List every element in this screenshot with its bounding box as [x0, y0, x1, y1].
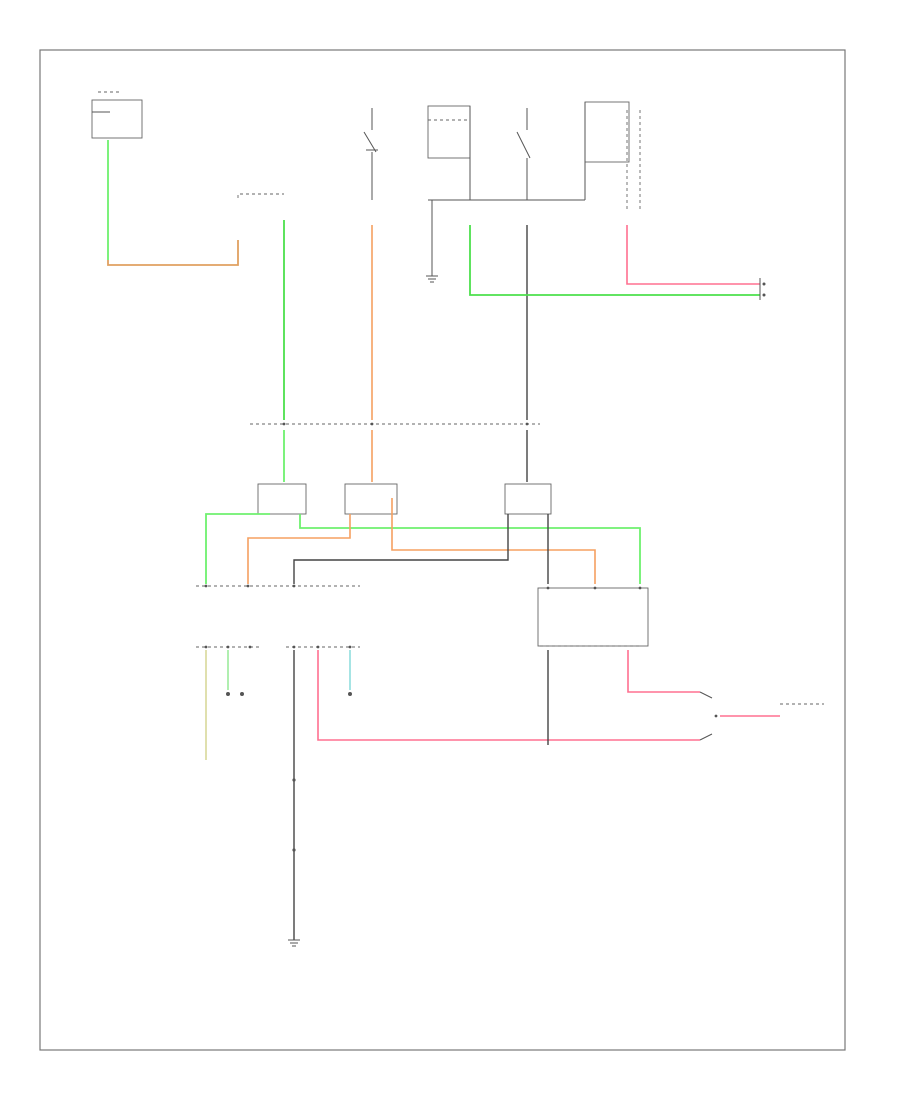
- relay-block-4: [470, 101, 641, 210]
- wire-orange-branch-right: [391, 498, 596, 584]
- page-frame: [39, 49, 846, 1051]
- wire-top-left-orange: [107, 240, 239, 266]
- right-top-connector: [759, 278, 766, 300]
- wire-pink-lower-left: [317, 650, 700, 741]
- right-control-unit: [537, 586, 649, 647]
- wire-green-right: [469, 225, 760, 296]
- wire-green-branch-right: [299, 514, 641, 584]
- wire-black-branch-left: [293, 514, 509, 584]
- wire-orange-branch-left: [247, 514, 351, 584]
- ground-symbol-1: [426, 275, 438, 283]
- wire-pink-right: [626, 225, 760, 285]
- left-control-unit: [196, 584, 360, 588]
- splice-blocks: [257, 483, 552, 515]
- switch-column-1: [363, 108, 378, 200]
- switch-column-3: [516, 108, 531, 200]
- ground-splice-dots: [292, 778, 296, 852]
- lower-left-connector: [196, 645, 360, 649]
- connector-top-left: [237, 193, 284, 198]
- relay-block-2: [427, 105, 471, 276]
- wire-green-branch-left: [205, 513, 270, 584]
- ground-symbol-2: [288, 939, 300, 947]
- wire-pink-lower-right: [627, 650, 700, 693]
- top-left-source: [91, 91, 143, 139]
- mid-connector-pins: [282, 422, 529, 426]
- right-bottom-connector: [699, 691, 824, 741]
- stub-terminals: [226, 692, 352, 696]
